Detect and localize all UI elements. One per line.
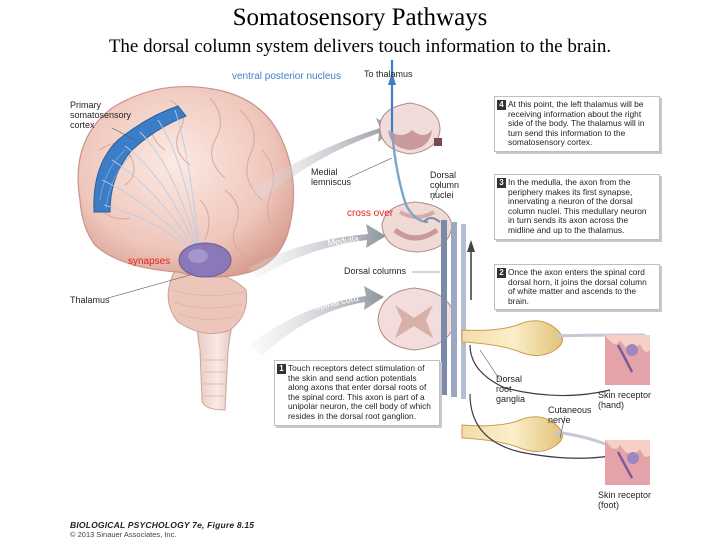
dorsal-columns-label: Dorsal columns xyxy=(344,266,407,276)
spinal-cord-arrow xyxy=(250,286,384,356)
cerebellum xyxy=(167,269,248,335)
note-2-text: Once the axon enters the spinal cord dor… xyxy=(508,267,647,306)
dorsal-root-ganglia-label: Dorsal root ganglia xyxy=(496,374,526,404)
to-thalamus-label: To thalamus xyxy=(364,69,413,79)
skin-receptor-foot-label: Skin receptor (foot) xyxy=(598,490,652,510)
ventral-posterior-nucleus-label: ventral posterior nucleus xyxy=(232,71,341,82)
note-2: 2 Once the axon enters the spinal cord d… xyxy=(494,264,660,311)
spinal-cord-section xyxy=(377,287,456,351)
dorsal-column-nuclei-label: Dorsal column nuclei xyxy=(430,170,460,200)
thalamus-label: Thalamus xyxy=(70,295,110,305)
page-subtitle: The dorsal column system delivers touch … xyxy=(108,36,612,57)
primary-cortex-label: Primary somatosensory cortex xyxy=(70,100,132,130)
medulla-label: Medulla xyxy=(327,234,360,248)
note-2-number: 2 xyxy=(497,268,506,278)
note-4: 4 At this point, the left thalamus will … xyxy=(494,96,660,152)
medulla-arrow xyxy=(248,224,386,278)
skin-receptor-hand xyxy=(605,335,650,385)
note-4-text: At this point, the left thalamus will be… xyxy=(508,99,645,148)
skin-receptor-hand-label: Skin receptor (hand) xyxy=(598,390,652,410)
note-4-number: 4 xyxy=(497,100,506,110)
synapses-label: synapses xyxy=(128,256,171,267)
note-3: 3 In the medulla, the axon from the peri… xyxy=(494,174,660,240)
note-3-number: 3 xyxy=(497,178,506,188)
ganglion-lower xyxy=(461,393,611,459)
note-1-text: Touch receptors detect stimulation of th… xyxy=(288,363,431,421)
midbrain-arrow xyxy=(250,118,396,200)
cutaneous-nerve-label: Cutaneous nerve xyxy=(548,405,592,425)
copyright: © 2013 Sinauer Associates, Inc. xyxy=(70,530,177,539)
medial-lemniscus-label: Medial lemniscus xyxy=(311,167,352,187)
note-1: 1 Touch receptors detect stimulation of … xyxy=(274,360,440,426)
midbrain-section xyxy=(379,102,442,155)
ascending-tracts xyxy=(388,60,475,399)
note-3-text: In the medulla, the axon from the periph… xyxy=(508,177,647,235)
skin-receptor-foot xyxy=(605,440,650,485)
figure-source: BIOLOGICAL PSYCHOLOGY 7e, Figure 8.15 xyxy=(70,520,255,530)
gyri xyxy=(95,97,281,267)
note-1-number: 1 xyxy=(277,364,286,374)
cross-over-label: cross over xyxy=(347,208,394,219)
page-title: Somatosensory Pathways xyxy=(232,4,488,31)
